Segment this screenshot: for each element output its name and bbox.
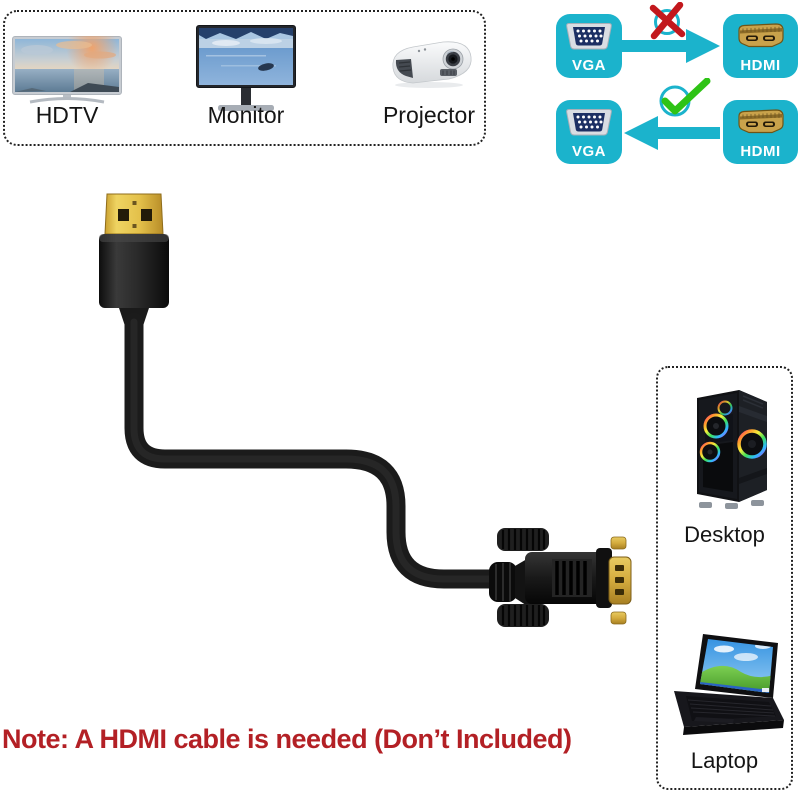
laptop-front-edge (683, 720, 784, 735)
vga-dsub-shell (608, 556, 632, 605)
vga-connector-icon (566, 23, 612, 50)
projector-grille (440, 69, 457, 76)
vga-port-box-row2: VGA (556, 100, 622, 164)
device-label-monitor: Monitor (207, 102, 285, 128)
vga-thumbscrew-top (497, 528, 549, 551)
port-label-vga: VGA (571, 143, 606, 160)
desktop-image (697, 390, 767, 509)
hdmi-to-vga-cable-image (99, 193, 632, 627)
device-label-projector: Projector (382, 102, 476, 128)
projector-lens (442, 48, 464, 70)
tv-screen (15, 36, 119, 92)
vga-connector (489, 528, 632, 627)
hdmi-connector-icon (737, 23, 784, 48)
hdmi-plug (104, 193, 164, 235)
note-text: Note: A HDMI cable is needed (Don’t Incl… (2, 724, 572, 754)
case-glass-side (699, 393, 737, 499)
hdmi-connector-body (99, 234, 169, 326)
hdmi-port-box-row1: HDMI (723, 14, 798, 78)
monitor-stand-base (218, 105, 274, 111)
check-icon (659, 78, 711, 117)
vga-screw-bottom (610, 611, 627, 625)
cross-icon (649, 2, 686, 40)
vga-connector-icon (566, 109, 612, 136)
arrow-right-icon (622, 29, 720, 63)
port-label-vga: VGA (571, 57, 606, 74)
laptop-image (674, 634, 784, 735)
projector-vent (395, 59, 413, 78)
hdmi-connector-icon (737, 109, 784, 134)
projector-shadow (395, 82, 463, 88)
tv-stand (29, 95, 105, 104)
monitor-image (196, 25, 296, 111)
hdtv-image (12, 36, 122, 104)
cable-cord (124, 312, 510, 589)
monitor-screen (199, 28, 293, 85)
laptop-keyboard (686, 696, 776, 723)
vga-port-box-row1: VGA (556, 14, 622, 78)
port-label-hdmi: HDMI (740, 57, 781, 74)
source-devices-panel (656, 366, 793, 790)
vga-thumbscrew-bottom (497, 604, 549, 627)
vga-screw-top (610, 536, 627, 550)
monitor-stand-neck (241, 88, 251, 106)
case-front-panel (737, 390, 767, 502)
arrow-left-icon (624, 116, 720, 150)
laptop-screen (700, 639, 773, 693)
device-label-desktop: Desktop (684, 522, 765, 547)
compatible-devices-panel (3, 10, 486, 146)
case-feet (699, 500, 764, 509)
port-label-hdmi: HDMI (740, 143, 781, 160)
device-label-laptop: Laptop (690, 748, 759, 773)
hdmi-port-box-row2: HDMI (723, 100, 798, 164)
projector-image (392, 41, 472, 88)
device-label-hdtv: HDTV (35, 102, 99, 128)
